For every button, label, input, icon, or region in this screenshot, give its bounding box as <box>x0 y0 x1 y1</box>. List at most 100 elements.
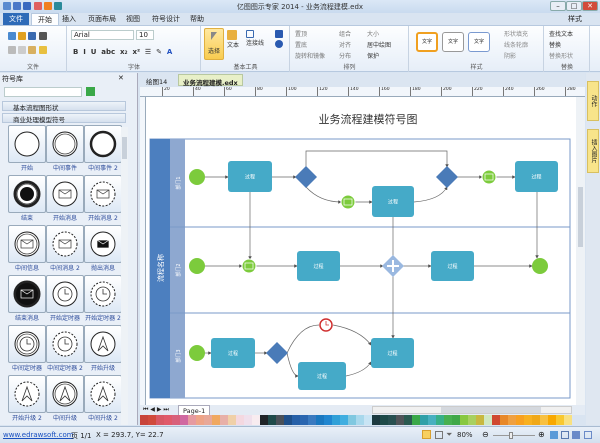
symbol-item[interactable]: 中间升级 <box>42 375 88 422</box>
color-swatch[interactable] <box>196 415 204 425</box>
message-event[interactable] <box>481 169 497 185</box>
color-swatch[interactable] <box>492 415 500 425</box>
color-swatch[interactable] <box>460 415 468 425</box>
color-swatch[interactable] <box>372 415 380 425</box>
symbol-item[interactable]: 开始升级 <box>80 325 126 372</box>
shape-fill-button[interactable]: 形状填充 <box>504 31 529 38</box>
library-scrollbar[interactable] <box>121 127 128 425</box>
task[interactable]: 过程 <box>298 362 346 390</box>
style-menu[interactable]: 样式 <box>568 15 582 23</box>
rectangle-icon[interactable] <box>275 30 283 38</box>
color-swatch[interactable] <box>236 415 244 425</box>
replace-button[interactable]: 替换 <box>549 42 562 49</box>
print-icon[interactable] <box>38 32 47 40</box>
color-swatch[interactable] <box>436 415 444 425</box>
color-swatch[interactable] <box>340 415 348 425</box>
distribute-button[interactable]: 分布 <box>339 53 352 60</box>
symbol-item[interactable]: 开始消息 <box>42 175 88 222</box>
color-swatch[interactable] <box>396 415 404 425</box>
symbol-item[interactable]: 中间升级 2 <box>80 375 126 422</box>
font-size-select[interactable]: 10 <box>136 30 154 40</box>
color-swatch[interactable] <box>428 415 436 425</box>
color-swatch[interactable] <box>452 415 460 425</box>
tab-view[interactable]: 视图 <box>126 15 140 23</box>
bring-to-front-button[interactable]: 置顶 <box>295 31 308 38</box>
action-panel-tab[interactable]: 动作 <box>587 81 599 121</box>
find-text-button[interactable]: 查找文本 <box>549 31 574 38</box>
color-swatch[interactable] <box>444 415 452 425</box>
color-swatch[interactable] <box>252 415 260 425</box>
message-event[interactable] <box>241 258 257 274</box>
message-event[interactable] <box>340 194 356 210</box>
minimize-button[interactable]: – <box>550 1 566 11</box>
timer-event[interactable] <box>319 318 333 332</box>
fit-width-icon[interactable] <box>561 431 569 439</box>
add-icon[interactable] <box>23 2 32 10</box>
color-swatch[interactable] <box>364 415 372 425</box>
symbol-item[interactable]: 中间定时器 2 <box>42 325 88 372</box>
color-swatch[interactable] <box>268 415 276 425</box>
color-swatch[interactable] <box>204 415 212 425</box>
task[interactable]: 过程 <box>371 338 414 368</box>
style-preset[interactable]: 文字 <box>468 32 490 52</box>
color-swatch[interactable] <box>228 415 236 425</box>
symbol-item[interactable]: 结束 <box>4 175 50 222</box>
symbol-item[interactable]: 中间事件 2 <box>80 125 126 172</box>
color-swatch[interactable] <box>276 415 284 425</box>
open-icon[interactable] <box>18 32 27 40</box>
color-swatch[interactable] <box>548 415 556 425</box>
symbol-item[interactable]: 开始定时器 2 <box>80 275 126 322</box>
close-button[interactable]: ✕ <box>582 1 598 11</box>
center-drawing-button[interactable]: 居中绘图 <box>367 42 392 49</box>
color-swatch[interactable] <box>380 415 388 425</box>
paste-icon[interactable] <box>28 46 37 54</box>
start-event[interactable] <box>189 345 205 361</box>
tab-help[interactable]: 帮助 <box>190 15 204 23</box>
style-preset[interactable]: 文字 <box>442 32 464 52</box>
color-swatch[interactable] <box>164 415 172 425</box>
exclusive-gateway[interactable] <box>295 166 317 188</box>
undo-icon[interactable] <box>13 2 22 10</box>
color-swatch[interactable] <box>148 415 156 425</box>
style-preset[interactable]: 文字 <box>416 32 438 52</box>
color-swatch[interactable] <box>524 415 532 425</box>
library-section-bpmn[interactable]: 商业处理模型符号 <box>2 113 126 124</box>
color-swatch[interactable] <box>468 415 476 425</box>
website-link[interactable]: www.edrawsoft.com <box>3 431 74 439</box>
color-swatch[interactable] <box>508 415 516 425</box>
rotate-mirror-button[interactable]: 旋转和镜像 <box>295 53 326 60</box>
symbol-item[interactable]: 结束消息 <box>4 275 50 322</box>
color-swatch[interactable] <box>244 415 252 425</box>
cut-icon[interactable] <box>8 46 16 54</box>
parallel-gateway[interactable] <box>382 255 404 277</box>
task[interactable]: 过程 <box>211 338 255 368</box>
task[interactable]: 过程 <box>372 186 414 217</box>
color-swatch[interactable] <box>172 415 180 425</box>
group-button[interactable]: 组合 <box>339 31 352 38</box>
symbol-item[interactable]: 开始定时器 <box>42 275 88 322</box>
color-swatch[interactable] <box>412 415 420 425</box>
exclusive-gateway[interactable] <box>436 166 458 188</box>
doc-tab-bpm[interactable]: 业务流程建模.edx <box>178 74 243 87</box>
shadow-button[interactable]: 阴影 <box>504 53 517 60</box>
vertical-scrollbar[interactable] <box>576 97 585 405</box>
color-swatch[interactable] <box>404 415 412 425</box>
shape-tools[interactable] <box>275 30 283 48</box>
end-event[interactable] <box>532 258 548 274</box>
color-swatch[interactable] <box>484 415 492 425</box>
size-button[interactable]: 大小 <box>367 31 380 38</box>
library-section-basic-flowchart[interactable]: 基本流程图形状 <box>2 101 126 112</box>
color-swatch[interactable] <box>188 415 196 425</box>
line-outline-button[interactable]: 线条轮廓 <box>504 42 529 49</box>
color-swatch[interactable] <box>140 415 148 425</box>
color-swatch[interactable] <box>292 415 300 425</box>
zoom-slider[interactable] <box>493 432 535 439</box>
maximize-button[interactable]: □ <box>566 1 582 11</box>
start-event[interactable] <box>189 258 205 274</box>
color-swatch[interactable] <box>476 415 484 425</box>
color-swatch[interactable] <box>324 415 332 425</box>
color-swatch[interactable] <box>388 415 396 425</box>
task[interactable]: 过程 <box>515 161 558 192</box>
color-swatch[interactable] <box>420 415 428 425</box>
full-screen-icon[interactable] <box>435 431 443 439</box>
